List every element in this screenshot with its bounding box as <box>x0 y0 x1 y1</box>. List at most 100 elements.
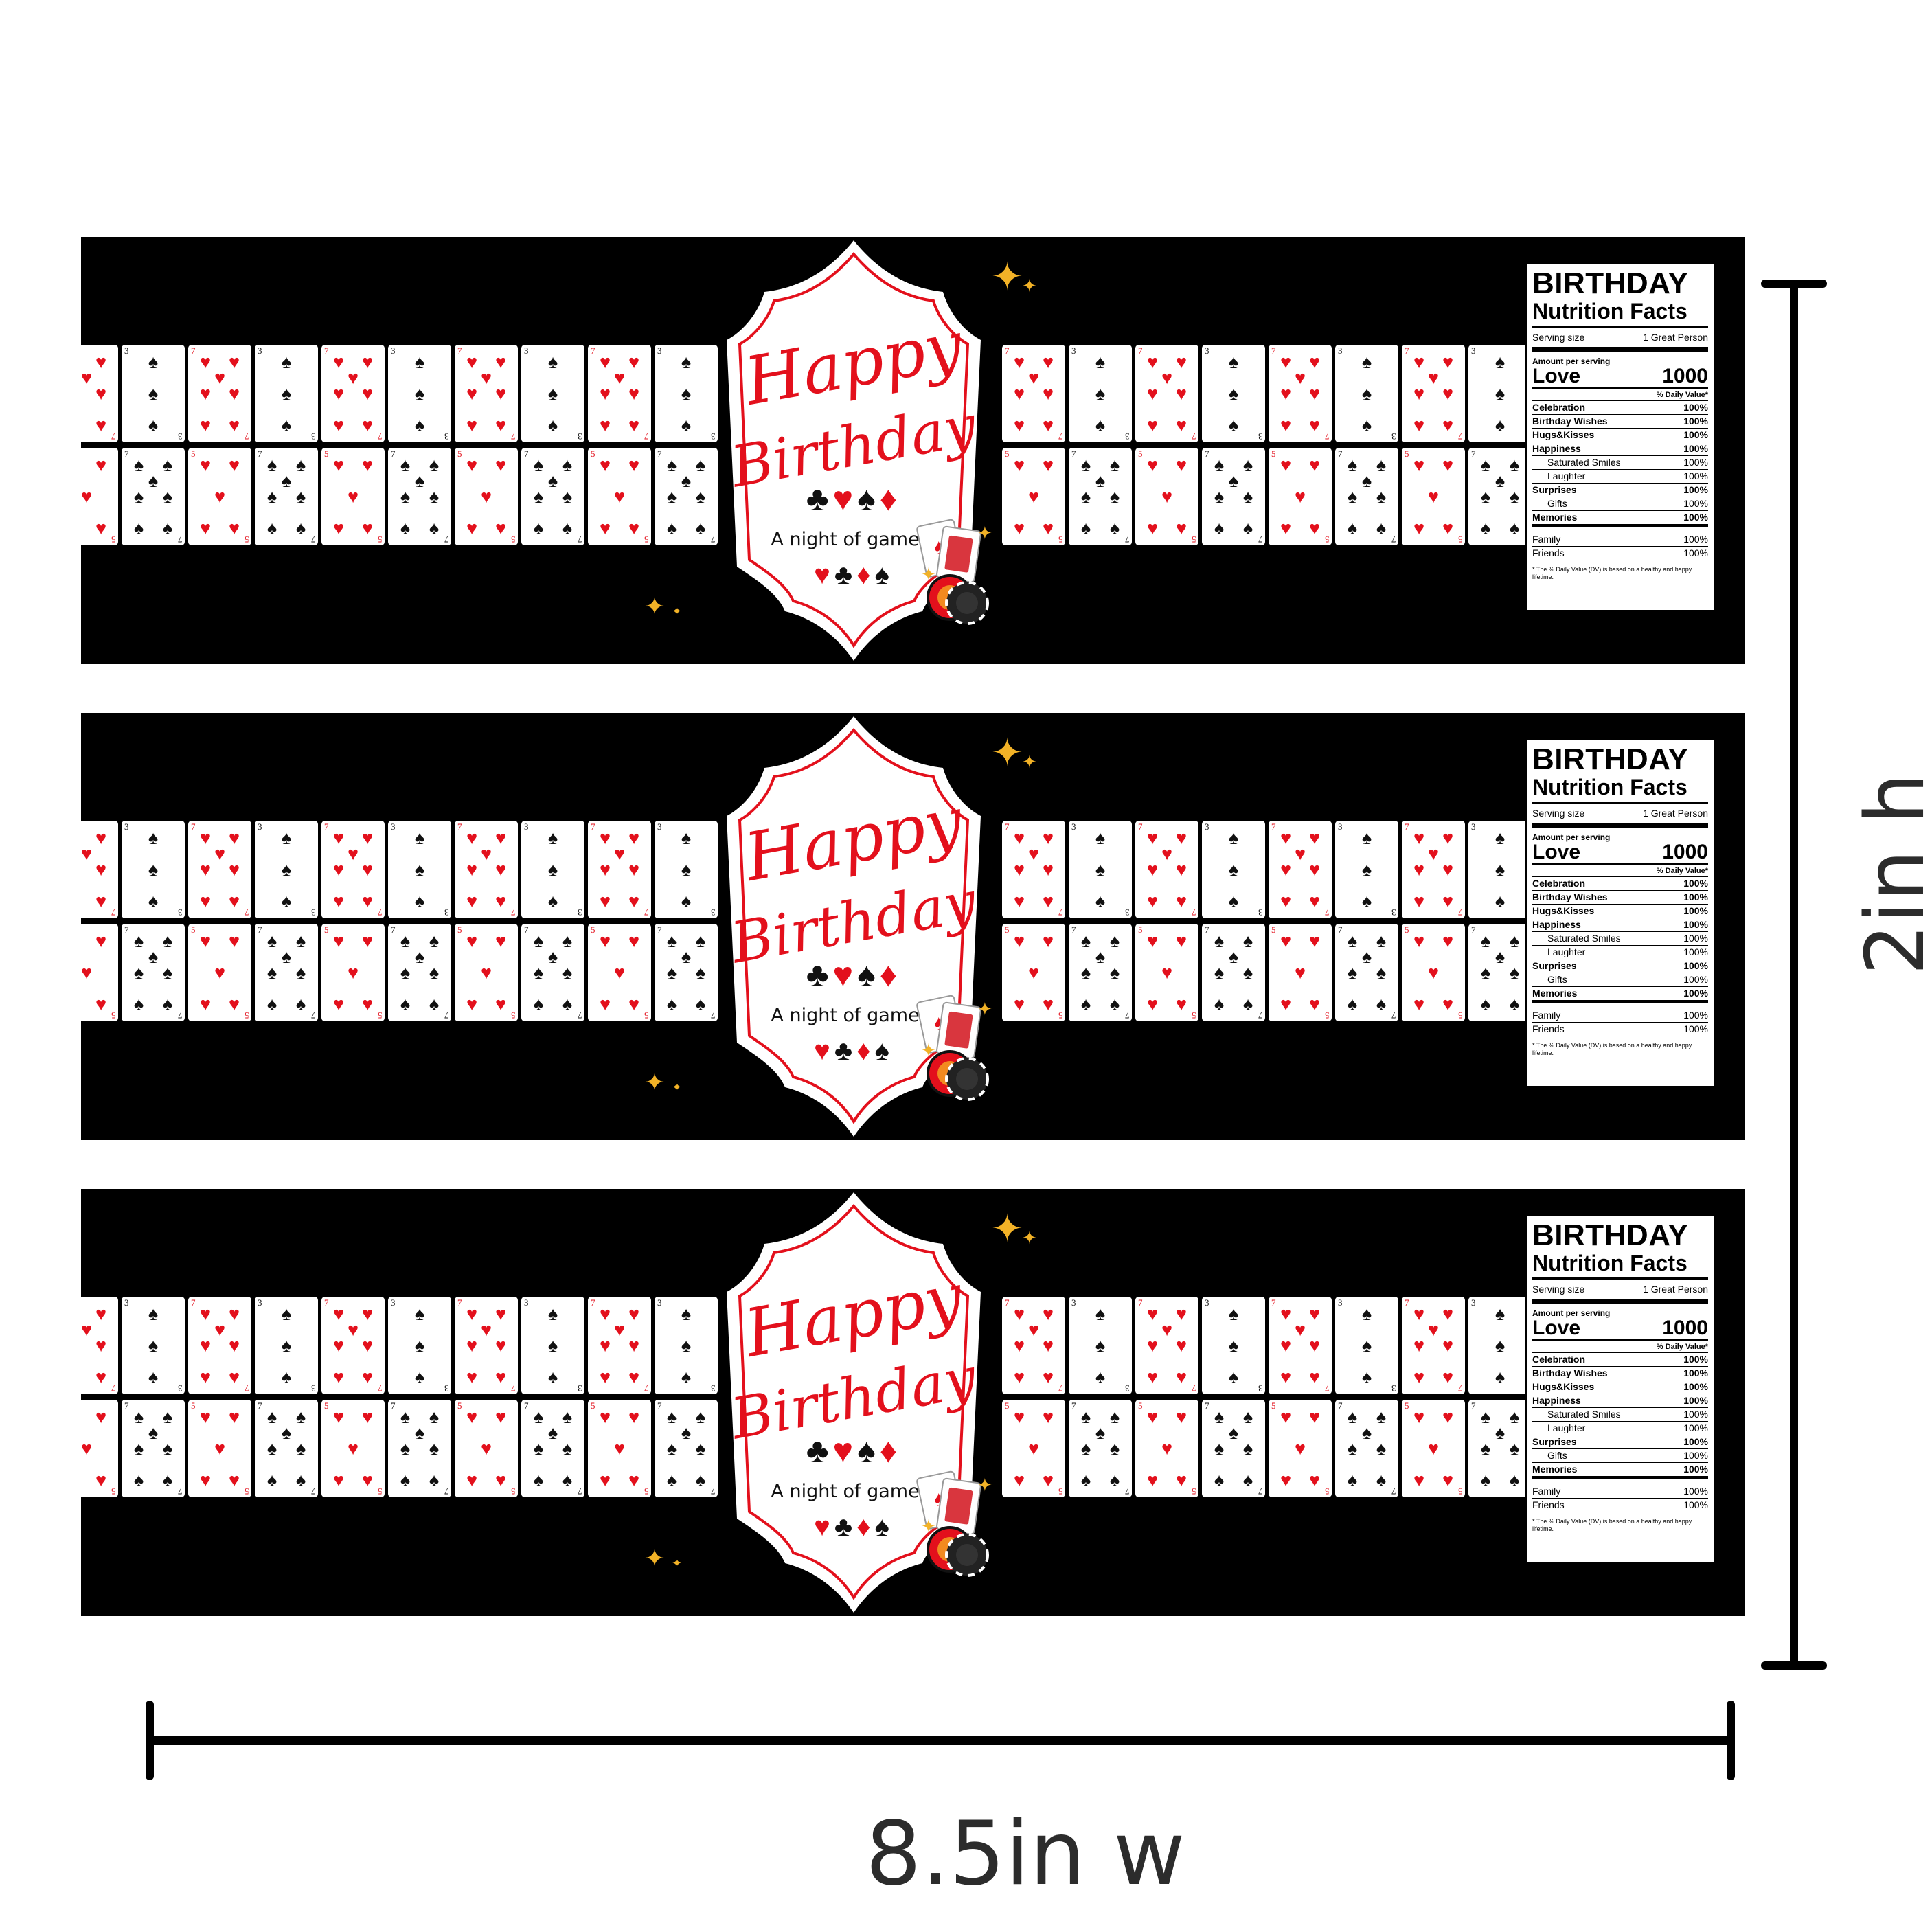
nutrition-row-label: Friends <box>1532 1499 1565 1510</box>
spade-pip-icon: ♠ <box>547 828 558 848</box>
serving-size-row: Serving size 1 Great Person <box>1532 328 1708 352</box>
card-rank-index: 5 <box>111 1010 116 1021</box>
card-rank-index: 5 <box>1324 1010 1330 1021</box>
heart-pip-icon: ♥ <box>599 891 611 911</box>
nutrition-row-value: 100% <box>1683 1450 1708 1461</box>
spade-icon: ♠ <box>857 479 880 518</box>
card-rank-index: 5 <box>1058 1010 1063 1021</box>
spade-pip-icon: ♠ <box>681 383 692 404</box>
heart-pip-icon: ♥ <box>628 455 640 475</box>
sparkle-icon: ✦ <box>1022 275 1037 296</box>
heart-pip-icon: ♥ <box>81 962 93 983</box>
heart-pip-icon: ♥ <box>495 1335 507 1356</box>
spade-pip-icon: ♠ <box>400 962 411 983</box>
card-rank-index: 5 <box>644 1010 649 1021</box>
spade-pip-icon: ♠ <box>133 1438 144 1459</box>
heart-pip-icon: ♥ <box>361 1335 374 1356</box>
spade-pip-icon: ♠ <box>148 415 159 435</box>
spade-pip-icon: ♠ <box>533 518 544 538</box>
heart-pip-icon: ♥ <box>95 1304 107 1324</box>
card-rank-index: 3 <box>310 431 316 442</box>
heart-pip-icon: ♥ <box>628 383 640 404</box>
heart-pip-icon: ♥ <box>1308 931 1321 951</box>
spade-pip-icon: ♠ <box>162 1438 173 1459</box>
card-rank-index: 7 <box>1005 821 1010 832</box>
spade-pip-icon: ♠ <box>1228 1422 1239 1443</box>
heart-pip-icon: ♥ <box>1280 1470 1292 1490</box>
heart-pip-icon: ♥ <box>1308 859 1321 880</box>
card-rank-index: 3 <box>710 907 716 918</box>
heart-pip-icon: ♥ <box>1280 1335 1292 1356</box>
heart-pip-icon: ♥ <box>1280 859 1292 880</box>
daily-value-header: % Daily Value* <box>1532 1341 1708 1353</box>
spade-pip-icon: ♠ <box>281 1367 292 1387</box>
heart-pip-icon: ♥ <box>466 931 478 951</box>
heart-pip-icon: ♥ <box>1161 1438 1173 1459</box>
spade-pip-icon: ♠ <box>1228 859 1239 880</box>
heart-pip-icon: ♥ <box>1442 383 1454 404</box>
spade-pip-icon: ♠ <box>695 1470 706 1490</box>
card-rank-index: 7 <box>710 1486 716 1497</box>
spade-pip-icon: ♠ <box>1109 518 1120 538</box>
heart-pip-icon: ♥ <box>1146 1335 1159 1356</box>
amount-per-serving: Amount per serving <box>1532 1308 1611 1318</box>
spade-pip-icon: ♠ <box>1095 1422 1106 1443</box>
playing-card: 55♥♥♥♥♥ <box>81 1400 118 1497</box>
happy-birthday-badge: Happy Birthday ♣♥♠♦ A night of games! ♥♣… <box>723 1189 992 1616</box>
spade-pip-icon: ♠ <box>695 455 706 475</box>
nutrition-row-label: Saturated Smiles <box>1547 457 1621 468</box>
card-rank-index: 5 <box>1058 1486 1063 1497</box>
card-rank-index: 7 <box>324 1297 329 1308</box>
heart-pip-icon: ♥ <box>480 962 492 983</box>
spade-pip-icon: ♠ <box>1080 1470 1091 1490</box>
heart-pip-icon: ♥ <box>332 415 345 435</box>
card-rank-index: 7 <box>244 431 249 442</box>
spade-pip-icon: ♠ <box>1242 962 1253 983</box>
spade-pip-icon: ♠ <box>1095 828 1106 848</box>
heart-pip-icon: ♥ <box>199 1407 212 1427</box>
spade-pip-icon: ♠ <box>1080 962 1091 983</box>
card-rank-index: 5 <box>1457 1010 1463 1021</box>
nutrition-row-value: 100% <box>1683 1464 1708 1475</box>
spade-pip-icon: ♠ <box>281 1304 292 1324</box>
heart-pip-icon: ♥ <box>599 352 611 372</box>
nutrition-extra-row: Friends 100% <box>1532 1499 1708 1512</box>
heart-pip-icon: ♥ <box>628 518 640 538</box>
spade-pip-icon: ♠ <box>429 455 440 475</box>
card-rank-index: 7 <box>310 1486 316 1497</box>
main-nutrient-value: 1000 <box>1662 841 1708 863</box>
heart-pip-icon: ♥ <box>347 962 359 983</box>
heart-pip-icon: ♥ <box>1280 1304 1292 1324</box>
spade-pip-icon: ♠ <box>547 1304 558 1324</box>
spade-pip-icon: ♠ <box>295 962 306 983</box>
card-rank-index: 7 <box>1324 431 1330 442</box>
heart-pip-icon: ♥ <box>228 891 240 911</box>
amount-per-serving: Amount per serving <box>1532 356 1611 366</box>
spade-pip-icon: ♠ <box>266 1438 277 1459</box>
heart-pip-icon: ♥ <box>332 1470 345 1490</box>
bottle-label-1: 77♥♥♥♥♥♥♥33♠♠♠77♥♥♥♥♥♥♥33♠♠♠77♥♥♥♥♥♥♥33♠… <box>81 237 1745 664</box>
heart-pip-icon: ♥ <box>81 995 82 1014</box>
card-rank-index: 7 <box>1005 1297 1010 1308</box>
nutrition-subheader: Nutrition Facts <box>1532 1251 1708 1280</box>
card-rank-index: 7 <box>644 1383 649 1394</box>
heart-pip-icon: ♥ <box>613 1438 626 1459</box>
nutrition-footnote: * The % Daily Value (DV) is based on a h… <box>1532 1042 1692 1056</box>
card-suits-row: ♣♥♠♦ <box>723 1431 984 1470</box>
heart-pip-icon: ♥ <box>1146 828 1159 848</box>
heart-pip-icon: ♥ <box>361 352 374 372</box>
spade-pip-icon: ♠ <box>1214 1470 1225 1490</box>
heart-pip-icon: ♥ <box>361 518 374 538</box>
heart-pip-icon: ♥ <box>1161 367 1173 388</box>
heart-pip-icon: ♥ <box>1280 1407 1292 1427</box>
sparkle-icon: ✦ <box>644 1068 666 1096</box>
